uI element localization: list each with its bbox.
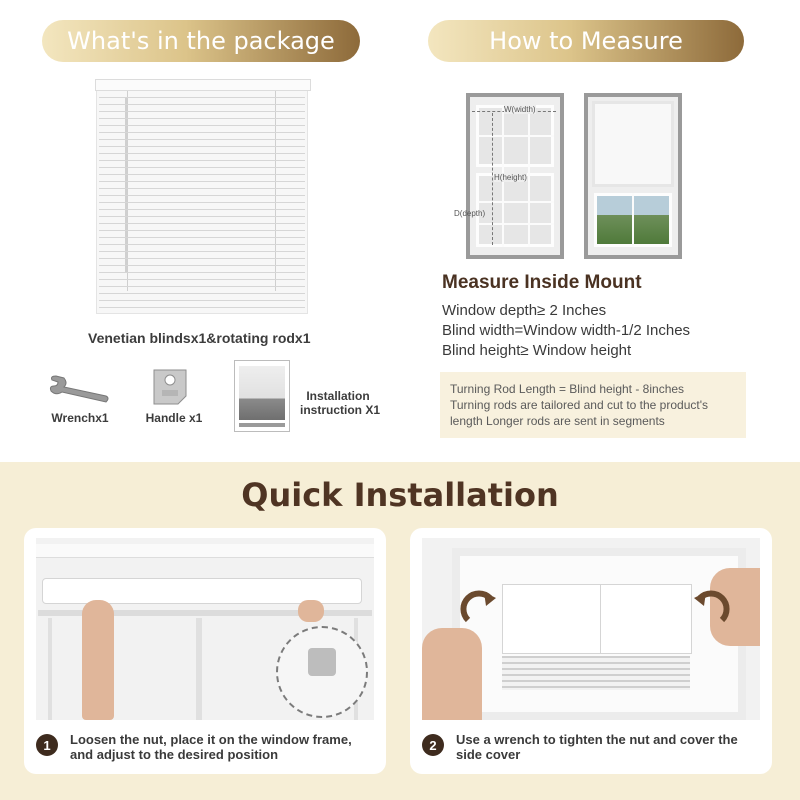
blind-slat (99, 251, 305, 252)
installation-booklet-icon (234, 360, 290, 432)
step-2-photo (422, 538, 760, 720)
lower-sash (476, 173, 554, 247)
measure-rule-width: Blind width=Window width-1/2 Inches (442, 322, 691, 339)
step-card-1: 1 Loosen the nut, place it on the window… (24, 528, 386, 774)
window-diagram-with-blind (584, 93, 682, 259)
blind-slat (99, 97, 305, 98)
measure-rule-height: Blind height≥ Window height (442, 342, 632, 359)
step-1-text-line1: Loosen the nut, place it on the window f… (70, 732, 352, 747)
height-dimension-line (492, 113, 493, 245)
blind-slat (99, 111, 305, 112)
handle-icon (153, 369, 187, 405)
handle-label: Handle x1 (145, 411, 203, 425)
blind-slat (99, 125, 305, 126)
step-number-2: 2 (422, 734, 444, 756)
window-diagram-empty: W(width) H(height) D(depth) (454, 93, 564, 259)
blind-slat (99, 272, 305, 273)
measure-title: How to Measure (428, 20, 744, 62)
blind-slat (99, 237, 305, 238)
blinds-cord (127, 91, 128, 291)
blind-slat (99, 104, 305, 105)
rotate-arrow-icon (694, 590, 730, 623)
blind-slat (99, 293, 305, 294)
rotating-rod (125, 97, 127, 273)
venetian-blinds-image (95, 79, 311, 314)
measure-rule-depth: Window depth≥ 2 Inches (442, 302, 607, 319)
step-2-text-line2: side cover (456, 747, 521, 762)
blind-slat (99, 209, 305, 210)
step-1-text-line2: and adjust to the desired position (70, 747, 279, 762)
booklet-caption-bar (239, 423, 285, 427)
blind-slat (99, 167, 305, 168)
hand (82, 600, 114, 720)
blinds-headrail (95, 79, 311, 91)
blind-slat (99, 230, 305, 231)
step-number-1: 1 (36, 734, 58, 756)
blind-slat (99, 146, 305, 147)
blinds-cord (275, 91, 276, 291)
hand (298, 600, 324, 622)
blind-slat (99, 195, 305, 196)
width-label: W(width) (504, 105, 536, 114)
blind-slat (99, 258, 305, 259)
blind-slat (99, 279, 305, 280)
blind-slat (99, 188, 305, 189)
blinds-caption: Venetian blindsx1&rotating rodx1 (88, 330, 311, 346)
step-card-2: 2 Use a wrench to tighten the nut and co… (410, 528, 772, 774)
instruction-label-line2: instruction X1 (300, 403, 381, 417)
blind-slat (99, 223, 305, 224)
blind-slat (99, 139, 305, 140)
rotate-arrow-icon (460, 590, 496, 623)
turning-rod-note: Turning Rod Length = Blind height - 8inc… (440, 372, 746, 438)
inside-mount-title: Measure Inside Mount (442, 272, 642, 293)
blind-slats (502, 656, 690, 690)
installed-blind (592, 101, 674, 187)
blind-slat (99, 216, 305, 217)
wrench-icon (49, 375, 109, 403)
blind-slat (99, 300, 305, 301)
blind-slat (99, 286, 305, 287)
blind-slat (99, 174, 305, 175)
note-line: Turning rods are tailored and cut to the… (450, 398, 708, 412)
blind-slat (99, 160, 305, 161)
note-line: length Longer rods are sent in segments (450, 414, 665, 428)
wrench-label: Wrenchx1 (51, 411, 109, 425)
blind-slat (99, 132, 305, 133)
blind-slat (99, 153, 305, 154)
note-line: Turning Rod Length = Blind height - 8inc… (450, 382, 685, 396)
package-title: What's in the package (42, 20, 360, 62)
booklet-photo (239, 366, 285, 420)
depth-label: D(depth) (454, 209, 486, 218)
blind-slat (99, 265, 305, 266)
blind-slat (99, 118, 305, 119)
installation-title: Quick Installation (241, 476, 559, 514)
step-2-text-line1: Use a wrench to tighten the nut and cove… (456, 732, 738, 747)
step-1-photo (36, 538, 374, 720)
hand (422, 628, 482, 720)
blind-slat (99, 307, 305, 308)
hand (710, 568, 760, 646)
blind-slat (99, 244, 305, 245)
blind-slat (99, 202, 305, 203)
blind-slat (99, 181, 305, 182)
height-label: H(height) (494, 173, 527, 182)
nut-closeup (276, 626, 368, 718)
instruction-label-line1: Installation (306, 389, 370, 403)
